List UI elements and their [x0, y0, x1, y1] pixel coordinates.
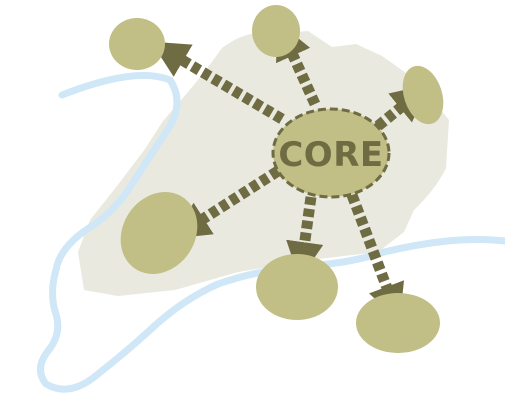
core-label: CORE: [278, 135, 383, 175]
node-bottom-center: [256, 254, 338, 320]
node-bottom-right: [356, 293, 440, 353]
core-node: [271, 107, 391, 199]
node-top: [252, 5, 300, 57]
river-west-channel: [37, 72, 505, 393]
arrow-to-left-node: [172, 166, 281, 239]
node-top-left: [109, 18, 165, 70]
node-right: [402, 65, 444, 125]
node-left: [120, 192, 198, 274]
arrow-to-bottom-right-node: [346, 193, 405, 322]
arrow-to-right-node: [374, 84, 430, 131]
